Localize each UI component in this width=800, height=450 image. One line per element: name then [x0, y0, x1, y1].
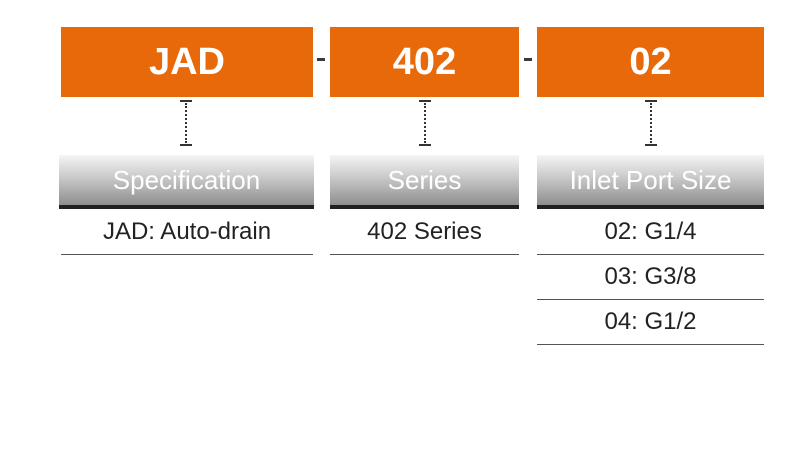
code-inlet-port-size: 02 [629, 40, 672, 83]
connector-series [419, 100, 431, 146]
header-series: Series [330, 155, 519, 209]
header-specification: Specification [59, 155, 314, 209]
option-port-02: 02: G1/4 [604, 218, 697, 245]
option-row: 02: G1/4 [537, 210, 764, 255]
connector-specification [180, 100, 192, 146]
option-row: JAD: Auto-drain [61, 210, 313, 255]
separator-dash [317, 58, 325, 61]
option-row: 402 Series [330, 210, 519, 255]
option-series-402: 402 Series [367, 218, 482, 245]
code-box-series: 402 [330, 27, 519, 97]
header-inlet-port-size-label: Inlet Port Size [569, 164, 732, 195]
code-box-specification: JAD [61, 27, 313, 97]
header-specification-label: Specification [112, 164, 261, 195]
separator-dash [524, 58, 532, 61]
code-series: 402 [392, 40, 457, 83]
connector-inlet-port-size [645, 100, 657, 146]
code-box-inlet-port-size: 02 [537, 27, 764, 97]
header-inlet-port-size: Inlet Port Size [537, 155, 764, 209]
option-specification-jad: JAD: Auto-drain [102, 218, 272, 245]
option-row: 03: G3/8 [537, 255, 764, 300]
header-series-label: Series [387, 164, 462, 195]
option-port-04: 04: G1/2 [604, 308, 697, 335]
option-row: 04: G1/2 [537, 300, 764, 345]
code-specification: JAD [148, 40, 226, 83]
option-port-03: 03: G3/8 [604, 263, 697, 290]
